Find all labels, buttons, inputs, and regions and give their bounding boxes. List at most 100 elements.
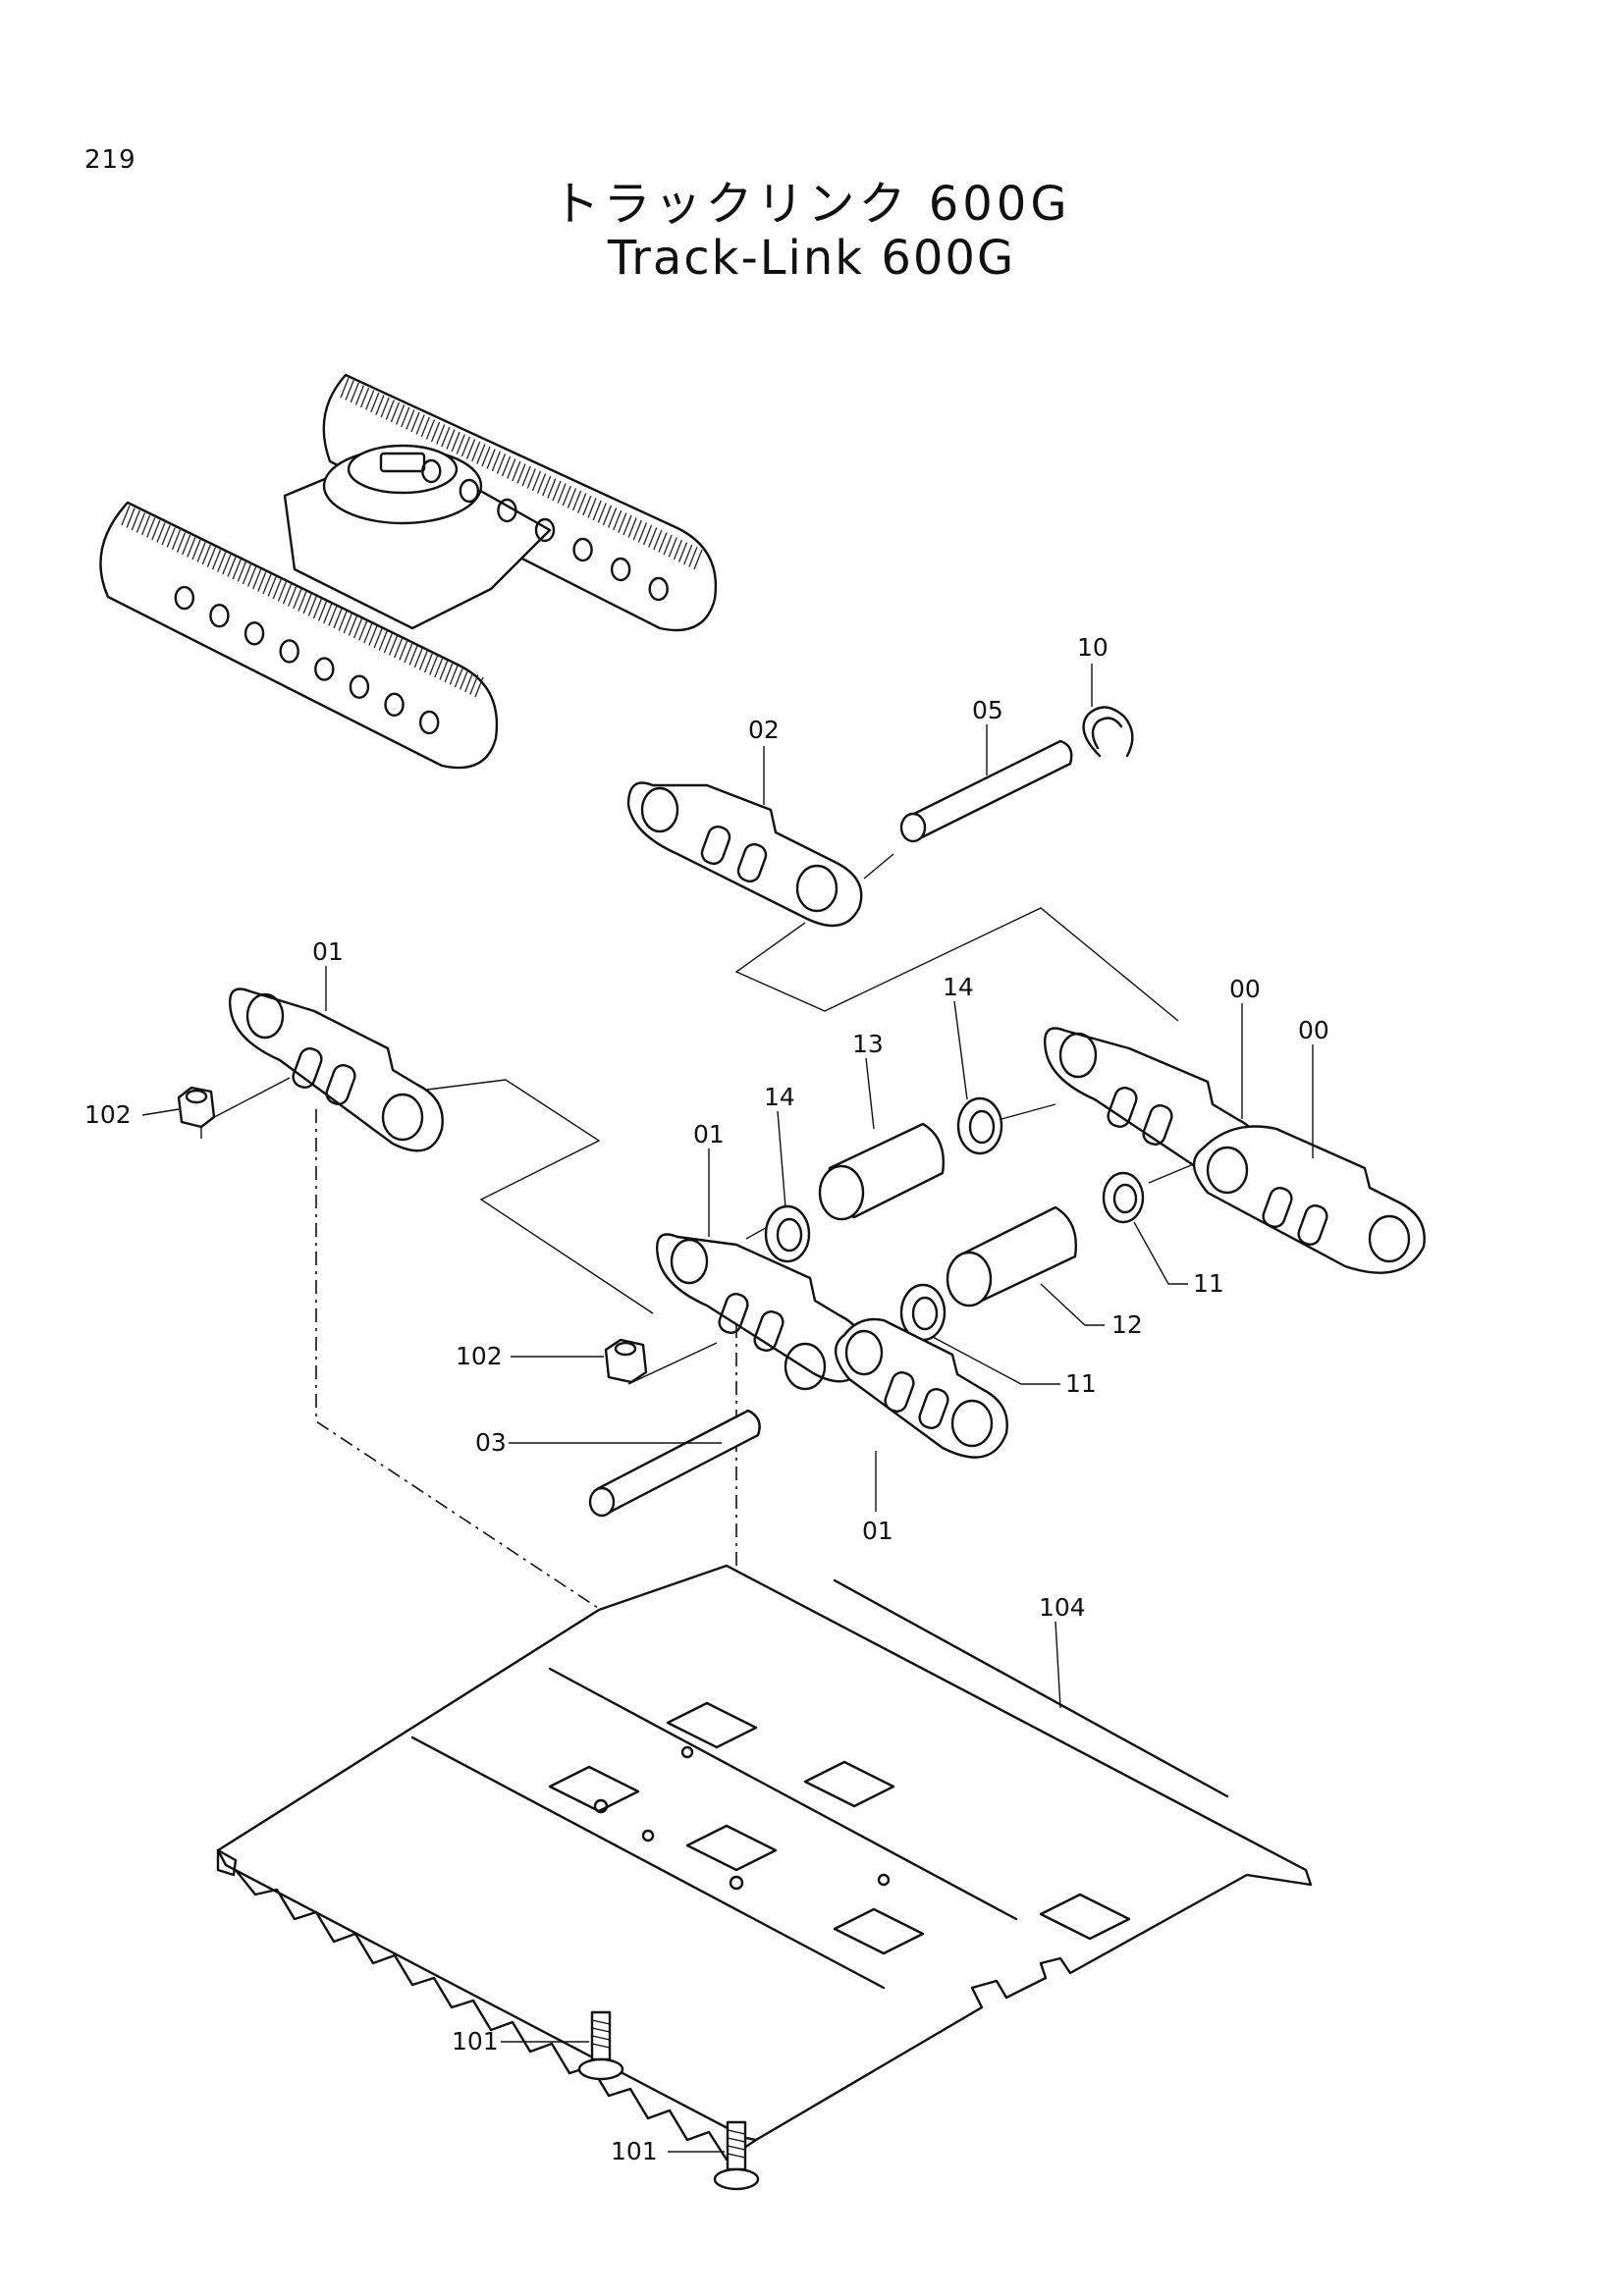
- track-shoe-hatch-line: [171, 529, 182, 551]
- track-shoe-hatch-line: [577, 493, 587, 513]
- track-shoe-hatch-line: [370, 392, 380, 413]
- link-00-a-bore-a: [1058, 1032, 1098, 1079]
- track-shoe-hatch-line: [394, 637, 404, 659]
- track-shoe-hatch-line: [262, 573, 272, 595]
- track-shoe-hatch-line: [298, 591, 307, 612]
- track-shoe-hatch-line: [385, 400, 395, 420]
- track-shoe-hatch-line: [536, 473, 547, 494]
- link-01-lower-bore-a: [844, 1329, 884, 1376]
- seal-14-upper-outer: [956, 1096, 1003, 1155]
- pin-05-body: [904, 739, 1073, 841]
- seal-11-right-inner: [1112, 1183, 1138, 1214]
- track-pin-03: [588, 1409, 761, 1518]
- track-shoe-hatch-line: [277, 581, 288, 602]
- seal-14-lower-outer: [764, 1204, 811, 1263]
- track-shoe-hatch-line: [444, 662, 454, 683]
- page-number: 219: [84, 145, 136, 175]
- track-shoe-hatch-line: [156, 522, 166, 543]
- track-roller: [421, 458, 442, 484]
- callout-03: 03: [475, 1428, 507, 1457]
- track-shoe-hatch-line: [338, 611, 348, 631]
- track-shoe-hatch-line: [257, 571, 267, 592]
- seal-11-left-inner: [911, 1296, 939, 1331]
- bushing-12-end: [946, 1251, 993, 1308]
- track-shoe-hatch-line: [512, 460, 521, 482]
- track-roller: [497, 498, 517, 523]
- ring-10-shape: [1082, 706, 1134, 758]
- track-shoe-hatch-line: [176, 532, 187, 553]
- track-roller: [209, 603, 230, 628]
- link-01-upper-bore-b: [381, 1093, 424, 1142]
- track-shoe-hatch-line: [282, 583, 293, 605]
- callout-00-a: 00: [1229, 975, 1261, 1003]
- track-shoe-hatch-line: [663, 534, 673, 556]
- front-track-rollers: [174, 585, 440, 735]
- track-shoe-hatch-line: [140, 514, 151, 536]
- track-shoe-hatch-line: [222, 554, 232, 575]
- track-shoe-hatch-line: [465, 439, 476, 459]
- track-shoe-hatch-line: [420, 416, 430, 438]
- track-shoe-hatch-line: [454, 667, 464, 688]
- track-link-01-mid: [656, 1233, 866, 1391]
- link-02-window-b: [736, 843, 768, 882]
- track-shoe-hatch-line: [456, 434, 465, 454]
- link-00-b-bore-b: [1368, 1214, 1411, 1263]
- track-shoe-hatch-line: [317, 601, 328, 621]
- track-shoe-hatch-line: [693, 549, 703, 570]
- track-shoe-hatch-line: [413, 647, 423, 668]
- link-00-b-window-a: [1262, 1187, 1293, 1228]
- track-shoe-hatch-line: [373, 627, 383, 649]
- track-shoe-hatch-line: [390, 401, 401, 423]
- track-shoe-hatch-line: [217, 552, 227, 572]
- track-shoe-hatch-line: [677, 542, 688, 562]
- track-shoe-hatch-line: [474, 676, 484, 698]
- leader-13: [865, 1057, 875, 1130]
- track-shoe-hatch-line: [380, 397, 390, 418]
- title-japanese: トラックリンク 600G: [552, 177, 1071, 232]
- track-shoe-hatch-line: [401, 406, 410, 428]
- center-joint-cap: [379, 452, 426, 473]
- track-shoe-hatch-line: [441, 426, 451, 448]
- callout-102-b: 102: [456, 1342, 503, 1370]
- track-shoe-hatch-line: [471, 441, 481, 462]
- track-shoe-hatch-line: [302, 593, 312, 614]
- track-shoe-hatch-line: [436, 424, 446, 445]
- nut-102-upper: [177, 1086, 216, 1129]
- track-shoe-hatch-line: [161, 524, 171, 546]
- track-shoe-hatch-line: [135, 512, 146, 533]
- leader-14-b: [777, 1110, 786, 1208]
- track-roller: [459, 478, 480, 504]
- track-shoe-hatch-line: [383, 632, 394, 654]
- seal-11-right: [1102, 1171, 1145, 1224]
- leader-12: [1040, 1283, 1105, 1326]
- bushing-12: [946, 1205, 1077, 1308]
- track-shoe-hatch-line: [464, 671, 474, 693]
- rear-track-frame: [322, 373, 718, 632]
- track-shoe-hatch-line: [348, 615, 358, 636]
- track-shoe-hatch-line: [242, 563, 252, 585]
- shoe-slot-c: [685, 1824, 778, 1872]
- track-shoe-hatch-line: [343, 613, 352, 634]
- pin-03-end: [588, 1486, 616, 1518]
- nut-102-upper-body: [177, 1086, 216, 1129]
- track-shoe-hatch-line: [607, 507, 618, 528]
- track-shoe-hatch-line: [146, 517, 156, 538]
- bolt-101-b-head: [713, 2167, 760, 2191]
- track-shoe-hatch-line: [307, 596, 317, 616]
- track-shoe-hatch-line: [425, 419, 436, 440]
- bushing-13: [818, 1122, 945, 1221]
- track-shoe-hatch-line: [408, 645, 418, 666]
- track-shoe-hatch-line: [429, 655, 439, 675]
- track-roller: [384, 692, 405, 718]
- track-shoe-hatch-line: [648, 527, 658, 548]
- link-02-window-a: [700, 826, 731, 865]
- track-shoe-hatch-line: [246, 566, 257, 587]
- link-01-mid-window-b: [753, 1310, 784, 1352]
- track-shoe-hatch-line: [358, 620, 368, 641]
- track-shoe-hatch-line: [423, 652, 434, 673]
- callout-14-a: 14: [943, 973, 974, 1001]
- track-shoe-hatch-line: [206, 547, 217, 567]
- link-00-a-window-b: [1142, 1104, 1173, 1146]
- track-shoe-hatch-line: [592, 500, 602, 521]
